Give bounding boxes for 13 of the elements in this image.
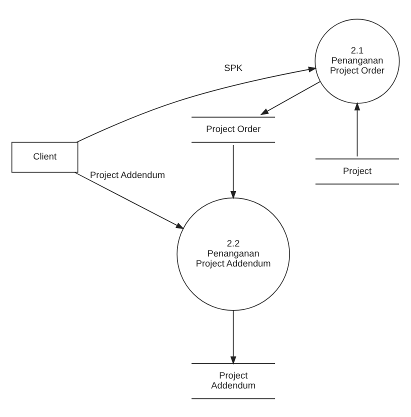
edge-label: SPK	[224, 62, 242, 73]
arrow	[260, 80, 321, 115]
node-text: Project	[343, 165, 372, 176]
arrow	[74, 172, 184, 229]
edge-label: Project Addendum	[90, 170, 165, 180]
node-box: Client	[11, 141, 78, 172]
arrow	[76, 66, 317, 142]
node-text: Project Order	[206, 124, 261, 134]
node-text: Project Addendum	[211, 370, 256, 390]
arrow	[230, 144, 236, 199]
node-circle: 2.1 Penanganan Project Order	[314, 18, 400, 104]
arrow	[230, 309, 236, 364]
arrow	[354, 102, 360, 156]
